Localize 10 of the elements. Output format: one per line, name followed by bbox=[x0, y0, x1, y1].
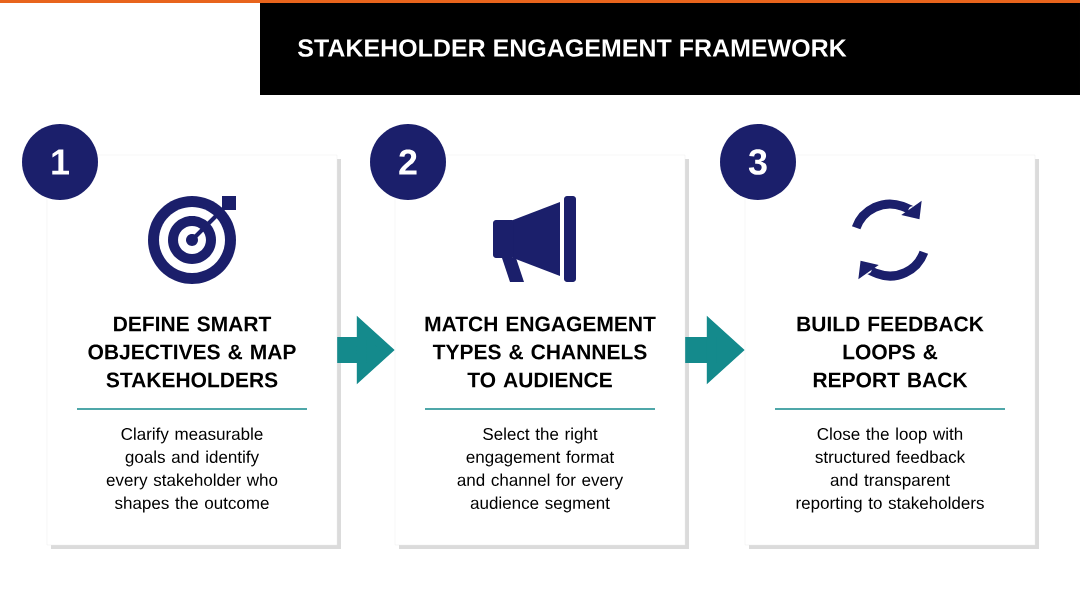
step-heading: DEFINE SMART OBJECTIVES & MAP STAKEHOLDERS bbox=[88, 316, 296, 388]
step-description: Close the loop with structured feedback and transparent reporting to stakeholders bbox=[796, 427, 984, 513]
title: STAKEHOLDER ENGAGEMENT FRAMEWORK bbox=[297, 39, 847, 57]
step-description: Select the right engagement format and channel for every audience segment bbox=[457, 427, 624, 513]
step-number: 3 bbox=[720, 124, 796, 200]
step-heading: MATCH ENGAGEMENT TYPES & CHANNELS TO AUDIENCE bbox=[425, 316, 656, 388]
step-number: 2 bbox=[370, 124, 446, 200]
step-description: Clarify measurable goals and identify every stakeholder who shapes the outcome bbox=[106, 427, 278, 513]
step-heading: BUILD FEEDBACK LOOPS & REPORT BACK bbox=[797, 316, 984, 388]
step-number: 1 bbox=[22, 124, 98, 200]
